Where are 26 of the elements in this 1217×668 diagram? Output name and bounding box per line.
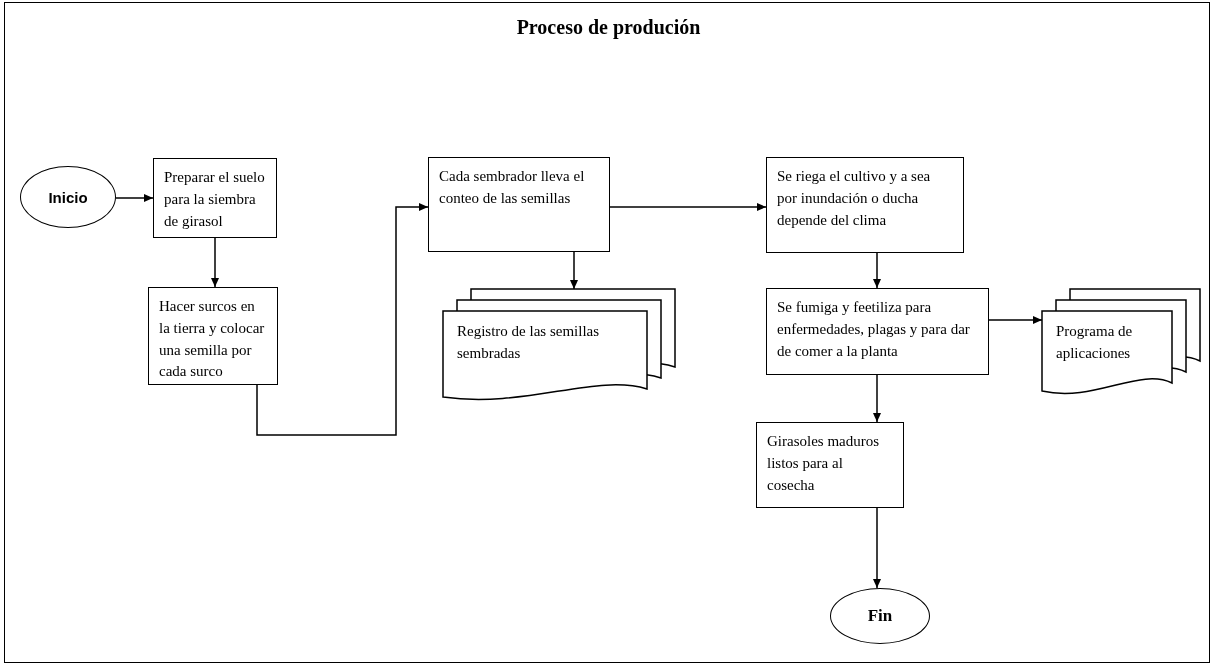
node-text: Programa de aplicaciones: [1056, 322, 1134, 363]
process-box: [766, 288, 989, 375]
node-text: Hacer surcos en la tierra y colocar una semilla por cada surco: [159, 298, 265, 380]
node-text: Preparar el suelo para la siembra de girasol: [164, 169, 265, 229]
diagram-title: Proceso de produción: [515, 16, 702, 39]
node-text: Cada sembrador lleva el conteo de las semillas: [439, 168, 585, 206]
node-text: Girasoles maduros listos para al cosecha: [767, 433, 880, 493]
process-box: [148, 287, 278, 385]
arrow: [256, 203, 429, 436]
process-box: [428, 157, 610, 252]
arrow: [609, 203, 767, 211]
process-box: [766, 157, 964, 253]
arrow: [211, 237, 219, 288]
process-box: [153, 158, 277, 238]
arrow: [115, 194, 154, 202]
arrow: [988, 316, 1043, 324]
node-text: Se riega el cultivo y a sea por inundación o ducha depende del clima: [777, 168, 931, 228]
arrow: [570, 251, 578, 290]
node-text: Se fumiga y feetiliza para enfermedades, plagas y para dar de comer a la planta: [777, 299, 970, 359]
node-text: Inicio: [48, 188, 88, 206]
node-text: Registro de las semillas sembradas: [457, 322, 601, 363]
node-text: Fin: [867, 606, 893, 626]
arrow: [873, 252, 881, 289]
process-box: [756, 422, 904, 508]
arrow: [873, 507, 881, 589]
arrow: [873, 374, 881, 423]
